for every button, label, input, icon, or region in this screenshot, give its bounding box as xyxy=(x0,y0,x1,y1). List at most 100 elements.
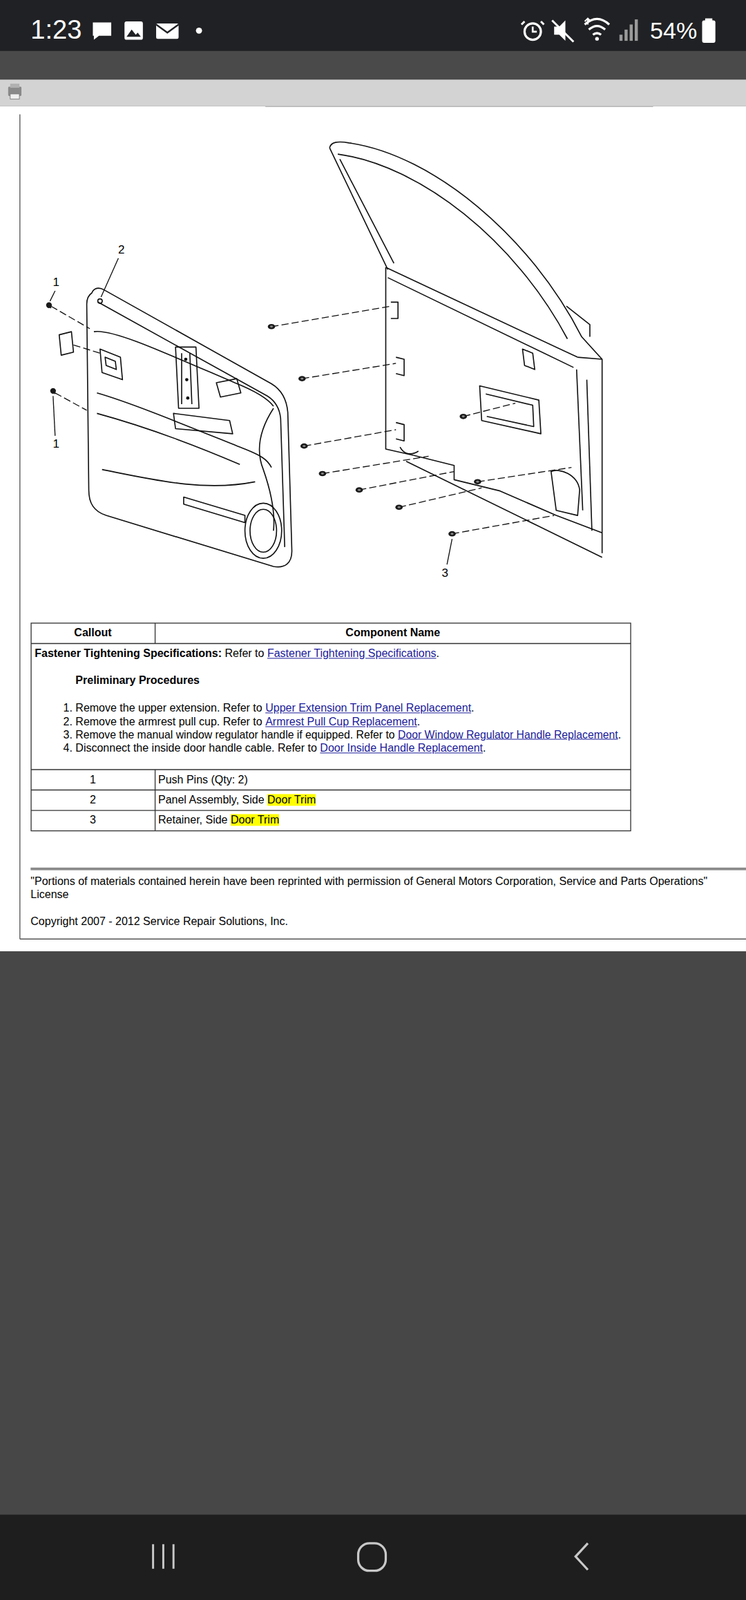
door-trim-panel xyxy=(175,346,199,409)
text-line: 1 xyxy=(89,772,97,787)
door-frame xyxy=(577,357,602,360)
callout-cell: 1 xyxy=(89,773,97,786)
spec-heading: Fastener Tightening Specifications: xyxy=(34,647,222,659)
text-line: 1 xyxy=(53,436,60,451)
link-text: Door Inside Handle Replacement xyxy=(319,741,483,754)
retainer-clips xyxy=(50,388,56,395)
door-trim-panel xyxy=(87,288,293,568)
procedure-text: Remove the armrest pull cup. Refer to xyxy=(75,715,262,728)
table-grid xyxy=(31,789,631,791)
door-trim-panel xyxy=(59,331,74,356)
text-line: 3. xyxy=(63,728,73,742)
door-frame xyxy=(395,357,405,376)
retainer-leaders xyxy=(51,305,572,534)
table-grid xyxy=(154,623,156,644)
navigation-bar xyxy=(153,1543,175,1568)
door-trim-panel xyxy=(104,357,117,370)
text-line: Remove the upper extension. Refer toUppe… xyxy=(75,701,474,715)
callout-leader xyxy=(49,290,55,302)
door-frame xyxy=(576,369,583,511)
license-note: "Portions of materials contained herein … xyxy=(30,875,708,901)
text-line: Preliminary Procedures xyxy=(75,674,200,688)
status-bar xyxy=(126,29,141,37)
text-line: 2 xyxy=(118,243,125,257)
highlight-text: Door Trim xyxy=(230,814,280,827)
component-name: Push Pins (Qty: 2) xyxy=(158,773,248,786)
retainer-clips xyxy=(319,471,327,477)
table-header: Callout xyxy=(73,626,112,639)
door-trim-panel xyxy=(259,408,274,531)
door-trim-panel xyxy=(216,378,241,398)
retainer-leaders xyxy=(463,403,516,417)
browser-toolbar xyxy=(10,93,20,99)
door-frame xyxy=(406,461,603,558)
navigation-bar xyxy=(0,1514,746,1600)
table-grid xyxy=(31,809,631,811)
door-frame xyxy=(329,141,602,553)
list-number: 4. xyxy=(63,741,73,754)
retainer-clips xyxy=(448,531,456,537)
door-frame xyxy=(385,267,578,358)
door-frame xyxy=(337,154,568,339)
text-line: Panel Assembly, SideDoor Trim xyxy=(158,792,316,807)
link-text: Armrest Pull Cup Replacement xyxy=(265,715,418,728)
navigation-bar xyxy=(0,1514,746,1600)
door-trim-panel xyxy=(181,352,193,405)
retainer-clips xyxy=(298,375,306,382)
retainer-leaders xyxy=(359,471,454,491)
list-number: 3. xyxy=(63,728,73,741)
door-trim-panel xyxy=(96,393,272,468)
retainer-clips xyxy=(459,413,467,420)
navigation-bar xyxy=(358,1543,387,1571)
door-frame xyxy=(485,393,534,427)
retainer-clips xyxy=(46,302,482,537)
bracket-screws xyxy=(185,396,190,400)
callout-leader xyxy=(446,538,452,565)
bracket-screws xyxy=(184,357,190,400)
door-frame xyxy=(551,470,580,516)
door-frame xyxy=(387,277,574,368)
retainer-leaders xyxy=(452,515,555,534)
text-line: Fastener Tightening Specifications:Refer… xyxy=(34,646,440,660)
status-bar xyxy=(585,18,610,35)
section-heading: Preliminary Procedures xyxy=(75,674,200,687)
status-bar xyxy=(532,26,537,32)
door-trim-panel xyxy=(59,288,293,568)
punctuation: . xyxy=(436,647,440,659)
list-number: 1. xyxy=(63,702,73,715)
retainer-leaders xyxy=(73,344,100,353)
door-frame xyxy=(395,422,405,442)
callout-number: 3 xyxy=(441,566,448,580)
procedure-text: Remove the upper extension. Refer to xyxy=(75,702,262,715)
retainer-leaders xyxy=(303,429,396,447)
retainer-leaders xyxy=(51,305,90,329)
callout-leader xyxy=(49,258,452,565)
page-background xyxy=(20,938,746,940)
retainer-clips xyxy=(268,323,276,330)
text-line: 1:23 xyxy=(30,15,82,47)
link-text: Upper Extension Trim Panel Replacement xyxy=(265,702,472,715)
status-bar xyxy=(585,18,592,25)
status-bar xyxy=(521,21,545,25)
list-number: 2. xyxy=(63,715,73,728)
retainer-leaders xyxy=(477,467,572,483)
retainer-clips xyxy=(395,504,403,510)
table-grid xyxy=(31,623,631,831)
text-line: Retainer, SideDoor Trim xyxy=(158,813,280,827)
component-name: Panel Assembly, Side xyxy=(158,793,265,806)
status-bar xyxy=(0,0,746,52)
text-line: "Portions of materials contained herein … xyxy=(30,874,735,901)
table-header: Component Name xyxy=(345,626,441,639)
door-trim-panel xyxy=(100,348,123,380)
door-trim-panel xyxy=(173,413,233,434)
retainer-leaders xyxy=(399,487,483,508)
door-trim-panel xyxy=(96,413,240,465)
text-line: Remove the manual window regulator handl… xyxy=(75,728,621,742)
retainer-leaders xyxy=(55,393,88,411)
footer-rule xyxy=(30,867,746,871)
status-bar xyxy=(701,20,715,44)
status-bar xyxy=(629,24,633,41)
door-trim-panel xyxy=(98,299,103,304)
table-grid xyxy=(154,769,156,831)
